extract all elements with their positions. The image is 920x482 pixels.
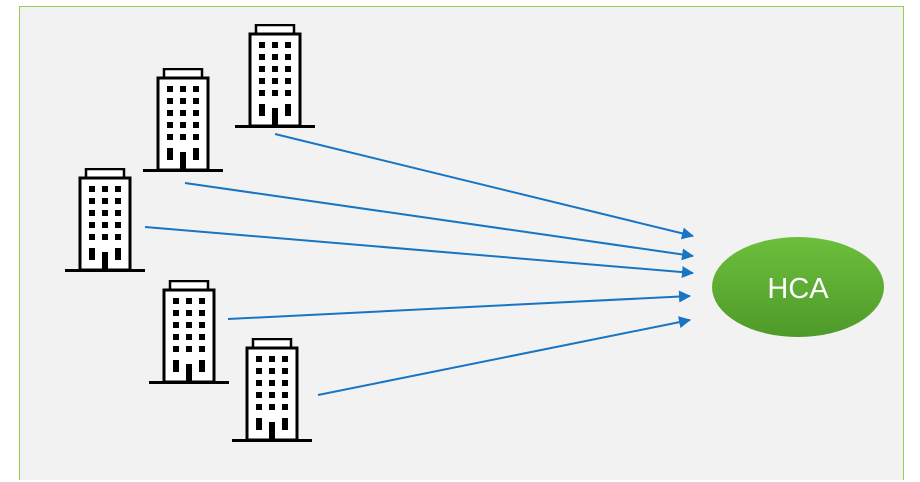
hca-ellipse	[712, 237, 884, 337]
arrow	[144, 226, 694, 279]
office-building-icon	[232, 338, 312, 442]
arrow	[227, 290, 691, 320]
office-building-icon	[149, 280, 229, 384]
office-building-icon	[143, 68, 223, 172]
arrow	[317, 316, 691, 396]
arrow	[184, 182, 694, 261]
arrow	[274, 133, 694, 240]
office-building-icon	[65, 168, 145, 272]
hca-node: HCA	[712, 237, 884, 337]
hca-label: HCA	[767, 273, 829, 305]
office-building-icon	[235, 24, 315, 128]
